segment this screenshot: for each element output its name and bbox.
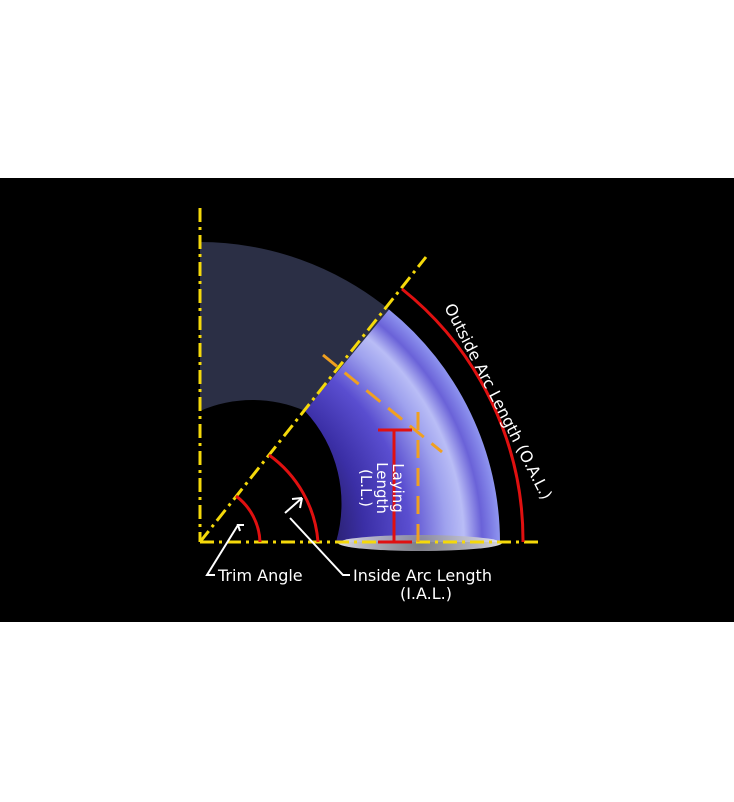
- diagram-panel: Outside Arc Length (O.A.L.) Laying Lengt…: [0, 178, 734, 622]
- laying-length-label: Laying Length (L.L.): [357, 462, 407, 514]
- outside-arc-length-arc: [401, 287, 525, 543]
- trim-angle-guide-line: [198, 256, 428, 543]
- laying-length-label-line2: Length: [373, 462, 391, 514]
- trim-angle-leader-line: [205, 524, 239, 576]
- inside-arc-arrow-tip: [299, 497, 303, 509]
- elbow-uncut-section: [200, 242, 389, 411]
- trim-angle-arrow-head: [236, 524, 244, 532]
- trim-angle-label: Trim Angle: [217, 566, 303, 585]
- inside-arc-leader-line: [289, 517, 350, 576]
- inside-arc-arrow-tip-2: [291, 497, 303, 500]
- elbow-diagram: Outside Arc Length (O.A.L.) Laying Lengt…: [198, 208, 556, 603]
- trim-cut-line: [322, 353, 443, 454]
- inside-arc-arrow-head: [284, 497, 303, 514]
- inside-arc-length-label: Inside Arc Length: [353, 566, 492, 585]
- inside-arc-length-arc: [268, 453, 320, 543]
- trim-angle-arc: [235, 494, 262, 543]
- laying-length-label-line1: Laying: [389, 463, 407, 513]
- laying-length-label-line3: (L.L.): [357, 469, 375, 507]
- inside-arc-length-abbrev: (I.A.L.): [400, 584, 452, 603]
- elbow-cut-section: [305, 309, 500, 542]
